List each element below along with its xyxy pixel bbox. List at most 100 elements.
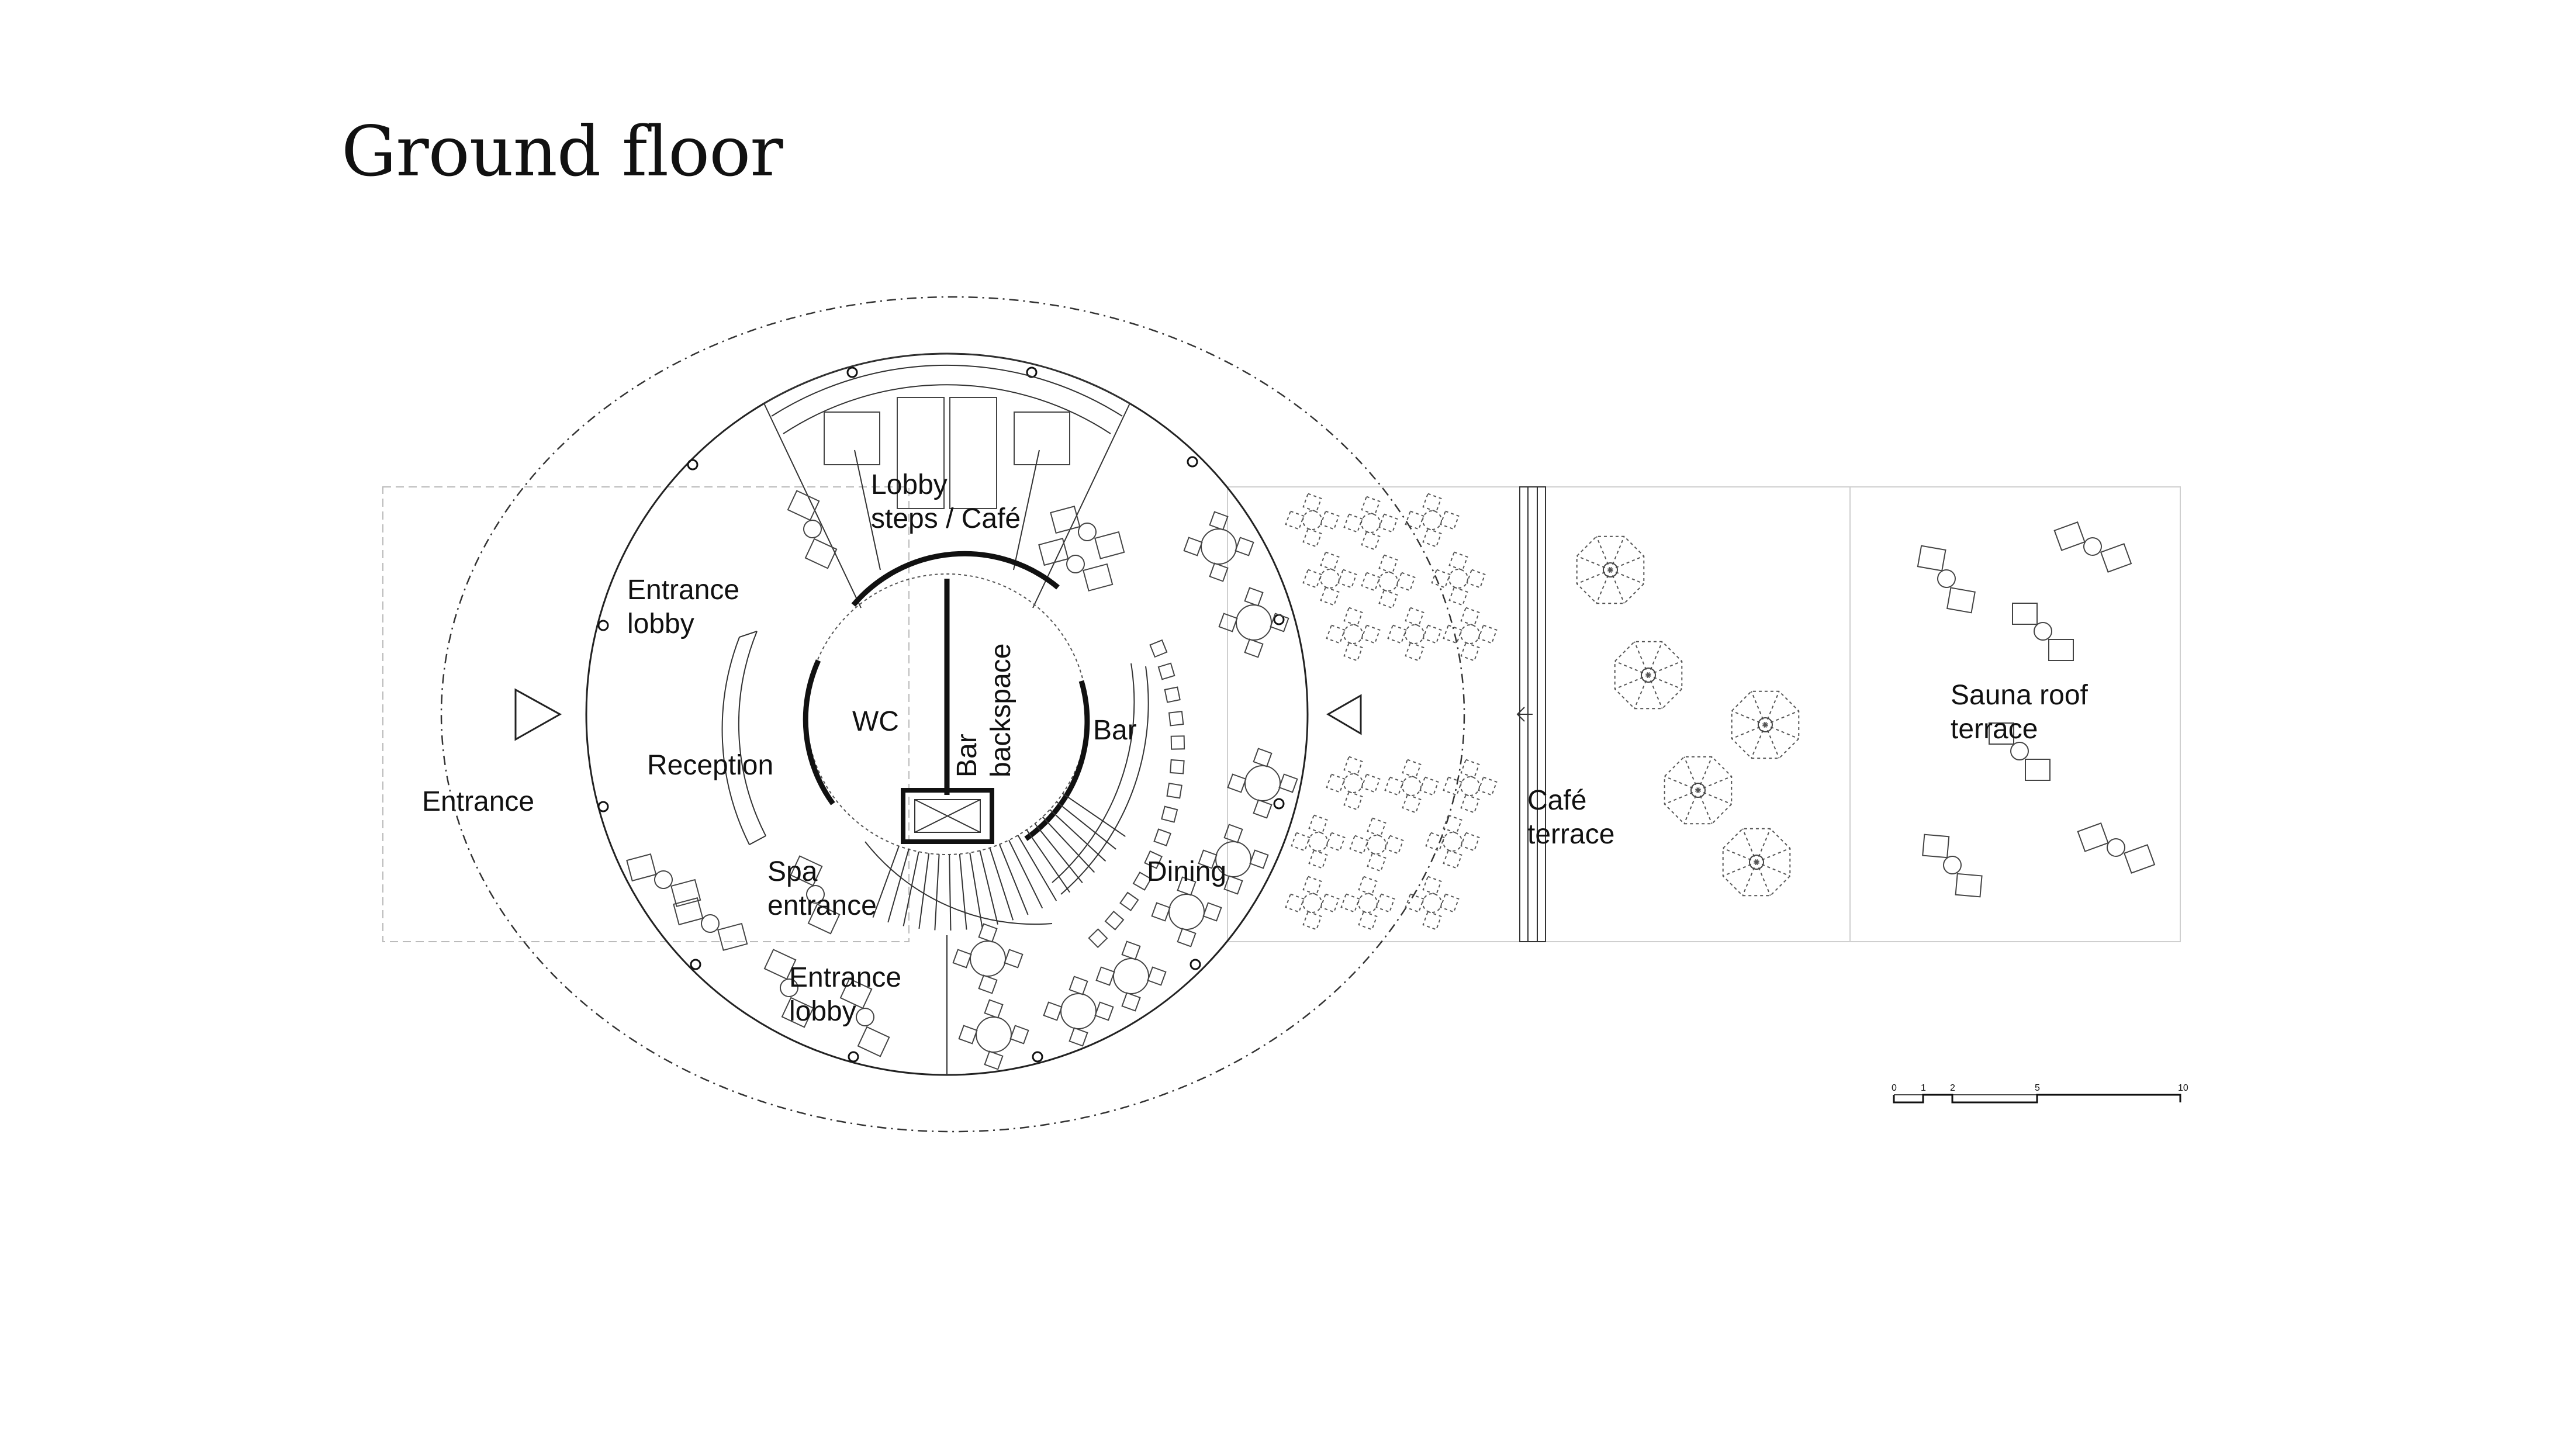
lift-shaft (901, 788, 994, 844)
table-set (1384, 759, 1439, 814)
table-set (1343, 496, 1398, 551)
spa-stair (865, 793, 1126, 931)
label-line: Entrance (422, 786, 534, 817)
page-title: Ground floor (341, 111, 783, 192)
column (848, 1051, 859, 1063)
lounge-set (839, 978, 890, 1057)
table-set (1227, 748, 1298, 819)
table-set (1302, 551, 1357, 606)
bar-backspace-wall (1024, 680, 1090, 841)
reception-desk (738, 631, 766, 836)
column (1187, 456, 1198, 468)
lounge-set (1917, 545, 1976, 614)
lounge-set (763, 949, 814, 1028)
entrance-arrow-west (514, 688, 562, 741)
lounge-set (673, 897, 748, 951)
lounge-set (787, 490, 838, 569)
column (1032, 1051, 1043, 1063)
label-line: Lobby (871, 469, 948, 500)
terrace-strip-outline (1227, 486, 2181, 942)
table-set (1285, 493, 1340, 548)
parasol-table (1664, 756, 1733, 825)
label-line: Bar (952, 734, 983, 777)
label-line: Café (1527, 785, 1586, 816)
label-entrance: Entrance (422, 786, 534, 817)
lounge-set (790, 855, 841, 935)
parasol-table (1722, 828, 1791, 897)
label-line: Entrance (627, 575, 739, 606)
bridge-ramp (1516, 486, 1546, 942)
column (846, 366, 858, 378)
label-line: Entrance (789, 962, 901, 993)
table-set (1095, 940, 1167, 1012)
table-set (1326, 607, 1381, 662)
lounge-set (1989, 722, 2051, 781)
label-line: Sauna roof (1951, 680, 2089, 711)
parasol-table (1614, 641, 1683, 710)
table-set (1405, 493, 1460, 548)
table-set (1285, 876, 1340, 931)
lounge-set (2012, 603, 2074, 661)
table-set (1387, 607, 1442, 662)
table-set (1291, 814, 1346, 869)
table-set (1218, 587, 1289, 658)
label-bar: Bar (1093, 715, 1137, 746)
lounge-set (1038, 537, 1114, 592)
scale-tick-label: 0 (1892, 1083, 1897, 1093)
label-reception: Reception (647, 750, 773, 781)
furniture (626, 490, 2156, 1070)
column (1190, 959, 1201, 970)
lobby-steps-wedge (763, 352, 1130, 608)
wc-wall (803, 659, 835, 805)
table-set (1151, 876, 1222, 947)
table-set (1405, 876, 1460, 931)
scale-tick-label: 5 (2035, 1083, 2040, 1093)
label-line: lobby (789, 996, 856, 1027)
core-wall-top (851, 551, 1060, 607)
table-set (1340, 876, 1395, 931)
scale-tick-label: 2 (1950, 1083, 1955, 1093)
label-line: backspace (986, 644, 1016, 777)
column (1026, 366, 1038, 378)
lounge-set (1050, 505, 1125, 559)
lounge-set (2077, 822, 2156, 874)
table-set (1043, 976, 1114, 1047)
label-dining: Dining (1147, 856, 1226, 887)
lounge-set (626, 853, 701, 907)
label-line: WC (852, 706, 899, 737)
label-line: entrance (767, 890, 877, 921)
bar-counter (1052, 663, 1135, 883)
column (597, 801, 609, 812)
parasol-table (1731, 690, 1800, 759)
table-set (1361, 554, 1416, 609)
column (597, 620, 609, 631)
label-line: Dining (1147, 856, 1226, 887)
table-set (1431, 551, 1486, 606)
entrance-forecourt-outline (382, 486, 910, 942)
roof-outline (440, 296, 1465, 1133)
label-line: Bar (1093, 715, 1137, 746)
lounge-set (2053, 521, 2132, 573)
bar-stools (1088, 639, 1185, 949)
label-line: terrace (1951, 714, 2038, 745)
label-line: lobby (627, 608, 694, 639)
table-set (1326, 756, 1381, 811)
table-set (1198, 824, 1269, 895)
label-line: terrace (1527, 819, 1614, 850)
columns (597, 366, 1285, 1063)
table-set (1443, 759, 1498, 814)
label-line: Spa (767, 856, 818, 887)
label-wc: WC (852, 706, 899, 737)
label-line: Reception (647, 750, 773, 781)
scale-tick-label: 1 (1921, 1083, 1926, 1093)
table-set (952, 923, 1024, 994)
